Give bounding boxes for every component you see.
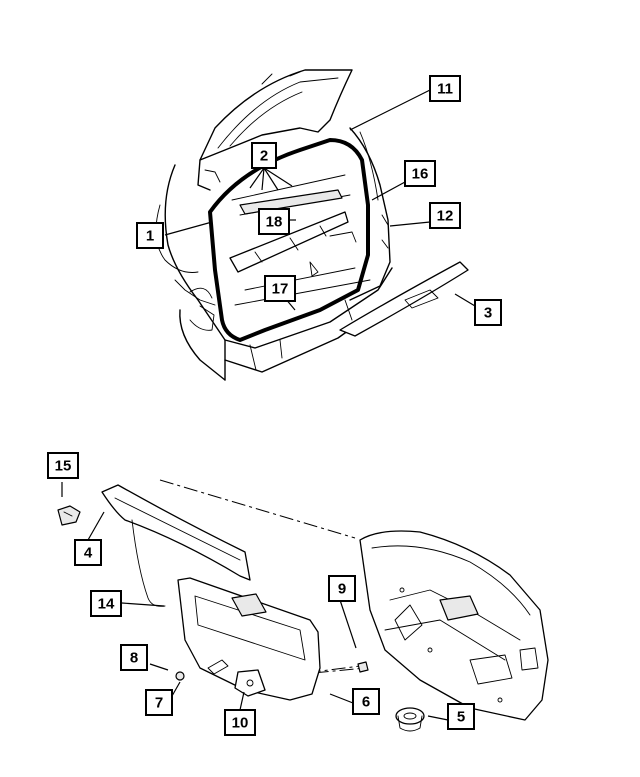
liftgate-trim-illustration (57, 479, 549, 732)
handle-cup (234, 669, 266, 697)
callout-5: 5 (447, 703, 475, 730)
callout-label-18: 18 (266, 214, 283, 231)
callout-10: 10 (224, 709, 256, 736)
callout-2: 2 (251, 142, 277, 169)
lower-trim-panel (177, 577, 321, 701)
callout-11: 11 (429, 75, 461, 102)
callout-3: 3 (474, 299, 502, 326)
callout-label-2: 2 (260, 148, 268, 165)
callout-16: 16 (404, 160, 436, 187)
callout-7: 7 (145, 689, 173, 716)
callout-label-3: 3 (484, 305, 492, 322)
clip-part-15 (57, 505, 81, 526)
leader-lines (61, 89, 476, 721)
callout-label-9: 9 (338, 581, 346, 598)
callout-label-1: 1 (146, 228, 154, 245)
button-plug (395, 707, 425, 725)
callout-label-8: 8 (130, 650, 138, 667)
callout-17: 17 (264, 275, 296, 302)
liftgate-inner-panel (359, 530, 549, 721)
callout-8: 8 (120, 644, 148, 671)
callout-label-4: 4 (84, 545, 93, 562)
sill-plate-bracket (229, 211, 349, 273)
callout-label-12: 12 (437, 208, 454, 225)
vehicle-rear-opening-illustration (155, 69, 469, 381)
push-pin (357, 661, 369, 673)
callout-label-11: 11 (437, 81, 453, 98)
screw-part-7 (175, 671, 185, 681)
callout-label-16: 16 (412, 166, 429, 183)
callout-1: 1 (136, 222, 164, 249)
callout-label-14: 14 (98, 596, 115, 613)
callout-label-15: 15 (55, 458, 72, 475)
callout-label-10: 10 (232, 715, 249, 732)
callout-4: 4 (74, 539, 102, 566)
callout-label-6: 6 (362, 694, 370, 711)
callout-14: 14 (90, 590, 122, 617)
callout-label-7: 7 (155, 695, 163, 712)
scuff-plate (339, 261, 469, 337)
callout-label-17: 17 (272, 281, 289, 298)
callout-12: 12 (429, 202, 461, 229)
callout-label-5: 5 (457, 709, 465, 726)
callout-15: 15 (47, 452, 79, 479)
callout-9: 9 (328, 575, 356, 602)
liftgate-opening-weatherstrip (208, 138, 370, 342)
callout-6: 6 (352, 688, 380, 715)
callout-18: 18 (258, 208, 290, 235)
upper-trim-panel (101, 484, 251, 581)
